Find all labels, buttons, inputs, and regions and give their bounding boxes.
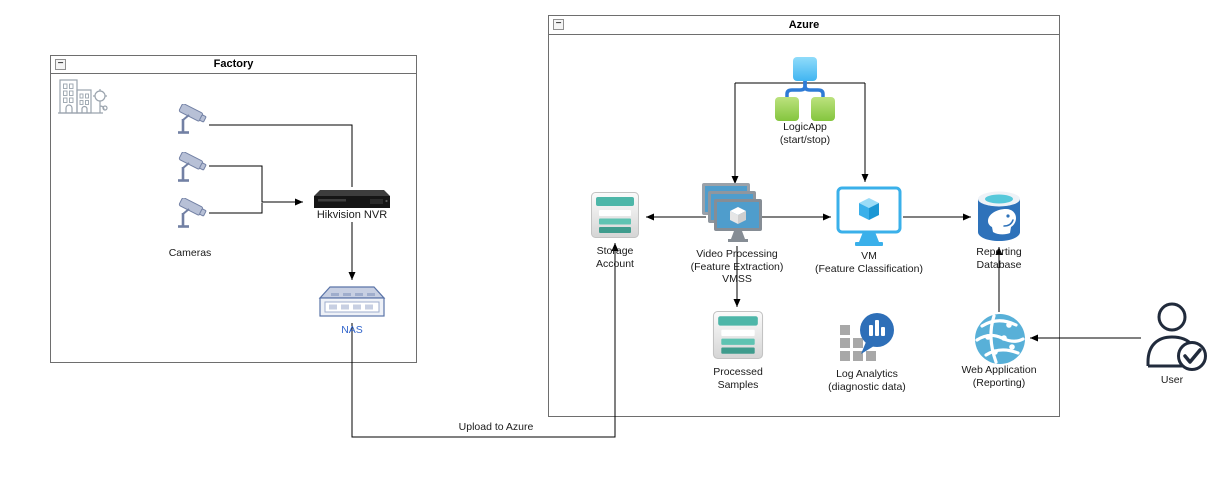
label-logicapp: LogicApp (start/stop) — [779, 121, 831, 146]
storage-account-icon[interactable] — [591, 192, 639, 238]
nas-device-icon[interactable] — [317, 285, 387, 321]
factory-container[interactable]: − Factory — [50, 55, 417, 363]
user-shape — [1146, 302, 1207, 371]
label-cameras: Cameras — [168, 247, 212, 259]
azure-title: Azure — [788, 19, 820, 31]
storage-account-icon[interactable] — [712, 311, 764, 359]
log-analytics-shape — [840, 313, 894, 361]
nas-shape — [318, 286, 386, 317]
camera-shape — [178, 198, 207, 228]
label-storage-account: Storage Account — [596, 245, 634, 270]
label-processed-samples: Processed Samples — [713, 366, 763, 391]
collapse-minus-icon[interactable]: − — [55, 59, 66, 70]
edge-camera1-nvr[interactable] — [209, 124, 353, 187]
factory-title: Factory — [213, 58, 254, 70]
user-person-icon[interactable] — [1142, 300, 1208, 374]
security-camera-icon[interactable] — [176, 198, 210, 230]
nvr-shape — [314, 190, 390, 208]
logicapp-shape — [775, 57, 835, 121]
security-camera-icon[interactable] — [176, 152, 210, 184]
label-web-application: Web Application (Reporting) — [961, 364, 1037, 389]
logic-app-icon[interactable] — [765, 57, 845, 121]
label-vmss: Video Processing (Feature Extraction) VM… — [690, 248, 784, 285]
nvr-device-icon[interactable] — [312, 189, 392, 211]
azure-header: − Azure — [549, 16, 1059, 35]
factory-building-shape — [58, 79, 108, 114]
collapse-minus-icon[interactable]: − — [553, 19, 564, 30]
security-camera-icon[interactable] — [176, 104, 210, 136]
edge-camera2-nvr[interactable] — [209, 165, 303, 206]
storage-shape — [591, 192, 639, 238]
factory-building-icon — [58, 79, 108, 114]
camera-shape — [178, 104, 207, 134]
postgresql-database-icon[interactable] — [976, 189, 1022, 243]
vm-scale-set-icon[interactable] — [702, 183, 764, 245]
edge-camera3-nvr[interactable] — [209, 203, 263, 214]
label-log-analytics: Log Analytics (diagnostic data) — [828, 368, 906, 393]
log-analytics-icon[interactable] — [840, 311, 898, 365]
label-upload-to-azure: Upload to Azure — [458, 421, 534, 433]
virtual-machine-icon[interactable] — [836, 186, 902, 248]
label-reporting-database: Reporting Database — [976, 246, 1022, 271]
webapp-shape — [975, 314, 1025, 364]
vm-shape — [836, 186, 902, 246]
label-user: User — [1160, 374, 1184, 386]
azure-container[interactable]: − Azure — [548, 15, 1060, 417]
samples-shape — [712, 311, 764, 359]
camera-shape — [178, 152, 207, 182]
label-nvr: Hikvision NVR — [316, 209, 388, 221]
database-shape — [978, 191, 1020, 241]
vmss-shape — [702, 183, 762, 242]
edge-nas-storage-upload[interactable] — [351, 243, 619, 438]
label-nas: NAS — [341, 324, 363, 336]
factory-header: − Factory — [51, 56, 416, 74]
web-application-globe-icon[interactable] — [974, 313, 1026, 365]
label-vm: VM (Feature Classification) — [815, 250, 923, 275]
